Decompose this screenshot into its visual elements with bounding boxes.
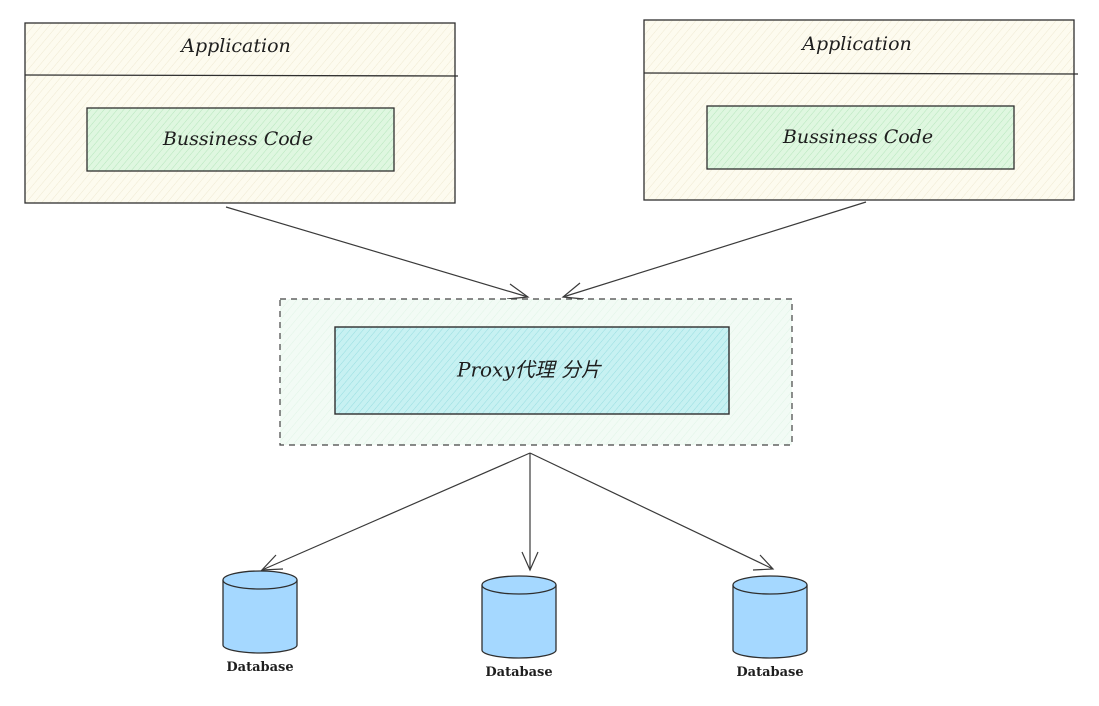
arrow-proxy-to-db-3: [529, 452, 775, 571]
database-label-2: Database: [485, 665, 552, 680]
arrow-proxy-to-db-1: [260, 452, 531, 571]
application-box-1: Application Bussiness Code: [24, 22, 459, 204]
application-title-2: Application: [800, 33, 912, 55]
proxy-label: Proxy代理 分片: [456, 358, 602, 382]
database-cylinder-3: Database: [732, 575, 808, 680]
arrow-app2-to-proxy: [561, 201, 867, 300]
business-code-label-2: Bussiness Code: [782, 126, 933, 148]
business-code-box-1: Bussiness Code: [86, 107, 395, 172]
arrow-app1-to-proxy: [225, 206, 530, 300]
arrow-proxy-to-db-2: [521, 453, 539, 572]
business-code-box-2: Bussiness Code: [706, 105, 1015, 170]
database-label-3: Database: [736, 665, 803, 680]
database-cylinder-1: Database: [222, 570, 298, 675]
proxy-box: Proxy代理 分片: [334, 326, 730, 415]
database-cylinder-2: Database: [481, 575, 557, 680]
business-code-label-1: Bussiness Code: [162, 128, 313, 150]
database-label-1: Database: [226, 660, 293, 675]
proxy-container: Proxy代理 分片: [279, 298, 793, 446]
application-title-1: Application: [179, 35, 291, 57]
application-box-2: Application Bussiness Code: [643, 19, 1079, 201]
